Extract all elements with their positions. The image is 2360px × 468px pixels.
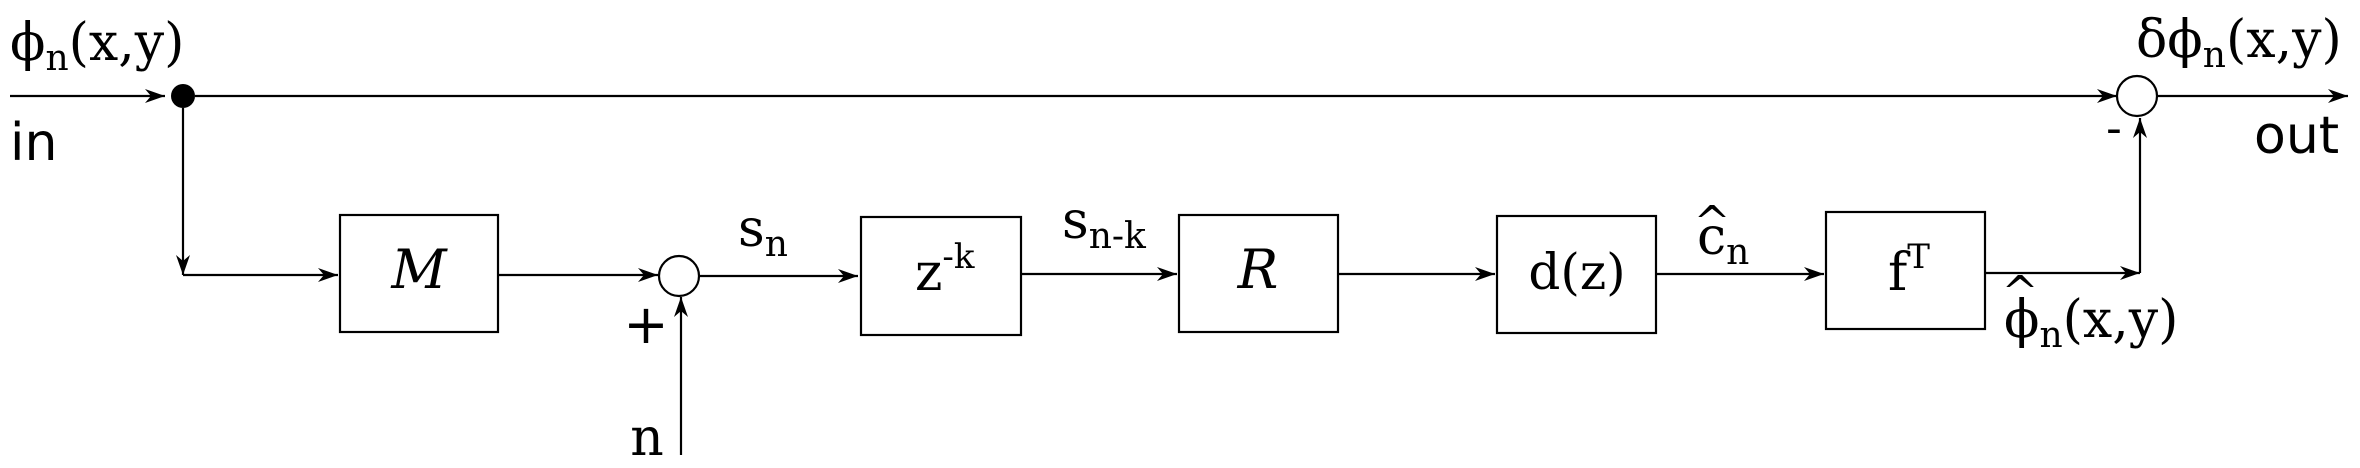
block-delay: [859, 215, 1023, 337]
signal-c-hat-n: cn: [1697, 207, 1749, 273]
block-m: [338, 213, 500, 334]
out-label: out: [2254, 106, 2339, 166]
noise-label: n: [630, 408, 664, 468]
in-label: in: [10, 113, 57, 173]
block-d: [1495, 214, 1658, 335]
noise-summing-junction: [657, 254, 701, 298]
input-signal-label: ϕn(x,y): [10, 13, 184, 79]
block-f-label: fT: [1888, 237, 1930, 303]
minus-sign: -: [2106, 103, 2122, 154]
block-m-label: M: [390, 238, 448, 301]
c-hat-accent: ^: [1694, 197, 1731, 248]
output-signal-label: δϕn(x,y): [2136, 10, 2342, 76]
signal-s-nk: sn-k: [1062, 191, 1147, 257]
plus-sign: +: [623, 293, 668, 356]
block-delay-label: z-k: [915, 237, 975, 303]
block-f: [1824, 210, 1987, 331]
branch-point: [171, 84, 195, 108]
phi-hat-accent: ^: [2002, 267, 2039, 318]
block-r-label: R: [1237, 238, 1279, 301]
block-r: [1177, 213, 1340, 334]
signal-phi-hat: ϕn(x,y): [2004, 290, 2178, 356]
output-summing-junction: [2115, 74, 2159, 118]
block-d-label: d(z): [1528, 243, 1625, 301]
signal-s-n: sn: [738, 199, 788, 265]
